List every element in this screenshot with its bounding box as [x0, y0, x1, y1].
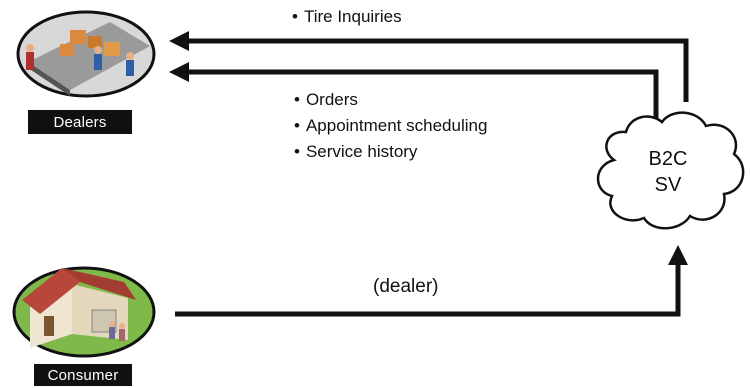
- bullet: •: [294, 116, 300, 135]
- return-item-service-history: • Service history: [294, 141, 417, 163]
- b2c-cloud-shape: [596, 111, 745, 230]
- bullet: •: [294, 90, 300, 109]
- return-item-label: Orders: [305, 90, 358, 109]
- dealers-label-text: Dealers: [53, 113, 107, 131]
- arrow-tire-inquiries: [169, 31, 689, 102]
- consumer-illustration: [12, 266, 156, 358]
- bullet: •: [294, 142, 300, 161]
- dealers-label: Dealers: [28, 110, 132, 134]
- tire-inquiries-text: • Tire Inquiries: [292, 6, 402, 28]
- cloud-line-1: B2C: [648, 148, 688, 170]
- tire-inquiries-label: Tire Inquiries: [303, 7, 402, 26]
- return-item-label: Appointment scheduling: [305, 116, 488, 135]
- cloud-label: B2C SV: [628, 146, 708, 198]
- return-item-appointment: • Appointment scheduling: [294, 115, 487, 137]
- return-item-orders: • Orders: [294, 89, 358, 111]
- return-item-label: Service history: [305, 142, 418, 161]
- consumer-flow-label: (dealer): [373, 276, 439, 297]
- consumer-label-text: Consumer: [47, 366, 119, 384]
- consumer-label: Consumer: [34, 364, 132, 386]
- bullet: •: [292, 7, 298, 26]
- arrow-consumer-flow: [175, 245, 688, 317]
- cloud-line-2: SV: [654, 174, 682, 196]
- dealers-illustration: [16, 10, 156, 98]
- arrow-orders-flow: [169, 62, 659, 124]
